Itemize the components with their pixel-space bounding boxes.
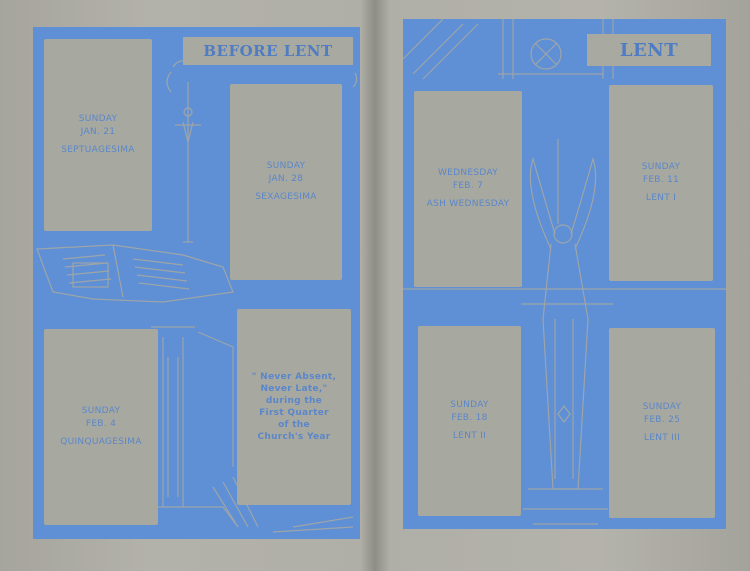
box-feast: SEPTUAGESIMA (61, 145, 135, 156)
right-page-illustration (403, 19, 726, 525)
box-feast: LENT III (643, 433, 681, 444)
box-day: SUNDAY (450, 399, 489, 410)
box-date: FEB. 7 (452, 180, 484, 191)
cross-medallion-icon (530, 38, 562, 70)
sunday-box: SUNDAY FEB. 11 LENT I (609, 85, 713, 281)
box-feast: SEXAGESIMA (255, 192, 317, 203)
motto-box: " Never Absent, Never Late," during the … (237, 309, 351, 505)
crucifix-icon (175, 82, 201, 243)
box-day: SUNDAY (641, 161, 681, 172)
open-bible-icon (36, 244, 234, 303)
box-day: SUNDAY (81, 405, 121, 416)
sunday-box: SUNDAY JAN. 28 SEXAGESIMA (230, 84, 342, 280)
motto-line: Church's Year (257, 432, 331, 443)
sunday-box: SUNDAY FEB. 25 LENT III (609, 328, 715, 518)
box-feast: QUINQUAGESIMA (60, 437, 142, 448)
page-header: LENT (587, 34, 711, 66)
motto-line: First Quarter (259, 408, 329, 418)
box-date: FEB. 11 (642, 174, 680, 185)
box-day: SUNDAY (78, 113, 118, 124)
motto-line: during the (265, 395, 323, 406)
box-day: SUNDAY (642, 401, 682, 412)
motto-line: " Never Absent, (251, 371, 337, 382)
page-header: BEFORE LENT (183, 37, 353, 65)
sunday-box: SUNDAY JAN. 21 SEPTUAGESIMA (44, 39, 152, 231)
motto-line: of the (278, 420, 310, 431)
angel-icon (529, 139, 597, 490)
sunday-box: SUNDAY FEB. 18 LENT II (418, 326, 521, 516)
sunday-box: WEDNESDAY FEB. 7 ASH WEDNESDAY (414, 91, 522, 287)
box-day: WEDNESDAY (437, 167, 499, 178)
sunday-box: SUNDAY FEB. 4 QUINQUAGESIMA (44, 329, 158, 525)
box-date: JAN. 21 (80, 126, 116, 137)
box-day: SUNDAY (266, 160, 306, 171)
left-page-illustration (36, 60, 358, 533)
motto-line: Never Late," (260, 383, 328, 394)
left-page: BEFORE LENT SUNDAY JAN. 21 SEPTUAGESIMA … (33, 27, 360, 539)
box-date: JAN. 28 (268, 173, 304, 184)
box-date: FEB. 25 (643, 414, 681, 425)
box-feast: LENT I (645, 193, 677, 204)
box-date: FEB. 18 (451, 412, 488, 423)
right-page: LENT WEDNESDAY FEB. 7 ASH WEDNESDAY SUND… (403, 19, 726, 529)
box-date: FEB. 4 (85, 418, 117, 429)
box-feast: LENT II (452, 431, 487, 442)
box-feast: ASH WEDNESDAY (426, 199, 510, 210)
